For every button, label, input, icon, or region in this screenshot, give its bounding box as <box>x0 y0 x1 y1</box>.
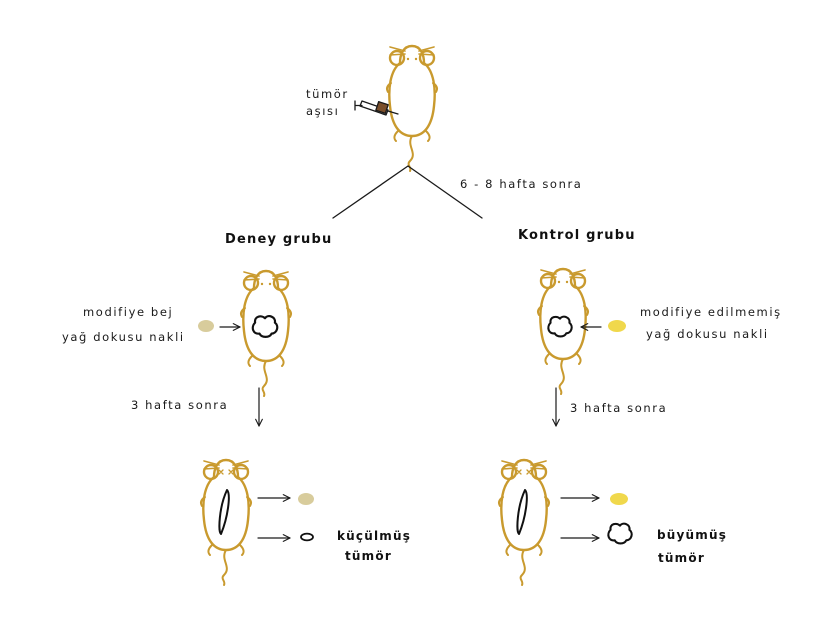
fat-tissue-icon-yellow-result <box>610 493 628 505</box>
after-6-8-weeks-label: 6 - 8 hafta sonra <box>460 177 583 191</box>
mouse-icon-control <box>536 267 590 396</box>
tumor-icon-experiment <box>251 315 279 338</box>
mouse-icon-experiment <box>239 269 293 398</box>
tumor-icon-shrunk <box>300 532 314 542</box>
grown-tumor-label-2: tümör <box>658 551 705 565</box>
fat-tissue-icon-beige-result <box>298 493 314 505</box>
beige-transplant-label-1: modifiye bej <box>83 305 174 319</box>
mouse-icon-top <box>385 44 439 173</box>
after-3-weeks-left-label: 3 hafta sonra <box>131 398 229 412</box>
control-group-title: Kontrol grubu <box>518 228 636 243</box>
experiment-group-title: Deney grubu <box>225 232 333 247</box>
unmodified-transplant-label-2: yağ dokusu nakli <box>646 327 769 341</box>
fat-tissue-icon-beige <box>198 320 214 332</box>
shrunk-tumor-label-2: tümör <box>345 549 392 563</box>
incision-icon-control <box>516 489 528 535</box>
split-line-right <box>407 165 483 219</box>
tumor-vaccine-label-2: aşısı <box>306 104 340 118</box>
syringe-icon <box>354 100 399 116</box>
fat-tissue-icon-yellow <box>608 320 626 332</box>
tumor-icon-grown <box>607 522 633 545</box>
beige-transplant-label-2: yağ dokusu nakli <box>62 330 185 344</box>
split-line-left <box>332 165 409 219</box>
after-3-weeks-right-label: 3 hafta sonra <box>570 401 668 415</box>
tumor-icon-control <box>547 315 573 338</box>
shrunk-tumor-label-1: küçülmüş <box>337 529 412 543</box>
incision-icon-experiment <box>218 489 230 535</box>
grown-tumor-label-1: büyümüş <box>657 528 728 542</box>
unmodified-transplant-label-1: modifiye edilmemiş <box>640 305 782 319</box>
tumor-vaccine-label-1: tümör <box>306 87 349 101</box>
